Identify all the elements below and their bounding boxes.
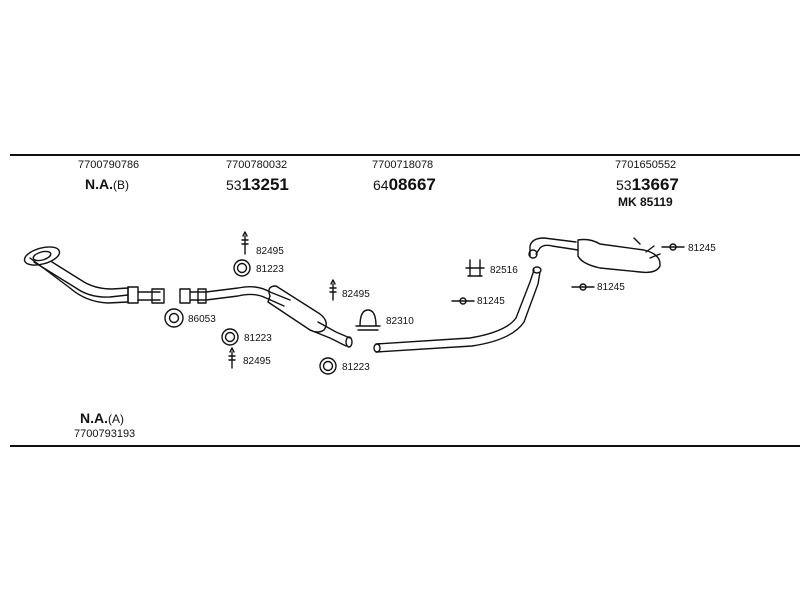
bolt-82495-mid [329, 279, 337, 301]
part-main-4: 13667 [631, 175, 679, 194]
ring-81223-right [319, 357, 337, 375]
footer-part-variant: (A) [108, 412, 124, 426]
part-prefix-2: 53 [226, 177, 242, 193]
part-name-1: N.A. [85, 176, 113, 192]
rubber-mount-81245-top [661, 243, 685, 251]
footer-oe-number: 7700793193 [74, 428, 136, 440]
footer-part-name: N.A. [80, 410, 108, 426]
oe-number-2: 7700780032 [226, 159, 288, 171]
callout-81223-right: 81223 [342, 362, 370, 373]
rubber-mount-81245-left [451, 297, 475, 305]
ring-81223-top [233, 259, 251, 277]
callout-81245-right: 81245 [597, 282, 625, 293]
intermediate-pipe [373, 266, 542, 353]
part-main-2: 13251 [241, 175, 289, 194]
mounting-kit-4: MK 85119 [618, 195, 673, 209]
oe-number-1: 7700790786 [78, 159, 140, 171]
hanger-82516 [465, 259, 485, 277]
part-number-4: 5313667 [616, 176, 679, 194]
callout-81245-left: 81245 [477, 296, 505, 307]
callout-82495-mid: 82495 [342, 289, 370, 300]
callout-81245-top: 81245 [688, 243, 716, 254]
callout-86053: 86053 [188, 314, 216, 325]
gasket-86053 [164, 308, 184, 328]
part-label-1: N.A.(B) [85, 177, 129, 193]
rubber-mount-81245-right [571, 283, 595, 291]
callout-82310: 82310 [386, 316, 414, 327]
ring-81223-mid-inner [224, 331, 236, 343]
bolt-82495-bottom [228, 347, 236, 369]
rear-silencer [528, 237, 661, 274]
bottom-rule [10, 445, 800, 447]
oe-number-3: 7700718078 [372, 159, 434, 171]
ring-81223-top-inner [236, 262, 248, 274]
part-number-2: 5313251 [226, 176, 289, 194]
callout-82495-bottom: 82495 [243, 356, 271, 367]
callout-81223-mid: 81223 [244, 333, 272, 344]
ring-81223-mid [221, 328, 239, 346]
callout-82495-top: 82495 [256, 246, 284, 257]
part-prefix-3: 64 [373, 177, 389, 193]
top-rule [10, 154, 800, 156]
ring-81223-right-inner [322, 360, 334, 372]
part-variant-1: (B) [113, 178, 129, 192]
center-silencer-pipe [179, 285, 353, 348]
clamp-82310 [355, 309, 381, 331]
bolt-82495-top [241, 231, 249, 255]
front-pipe [23, 246, 165, 304]
callout-82516: 82516 [490, 265, 518, 276]
part-main-3: 08667 [388, 175, 436, 194]
part-number-3: 6408667 [373, 176, 436, 194]
part-prefix-4: 53 [616, 177, 632, 193]
callout-81223-top: 81223 [256, 264, 284, 275]
footer-part-label: N.A.(A) [80, 411, 124, 427]
oe-number-4: 7701650552 [615, 159, 677, 171]
